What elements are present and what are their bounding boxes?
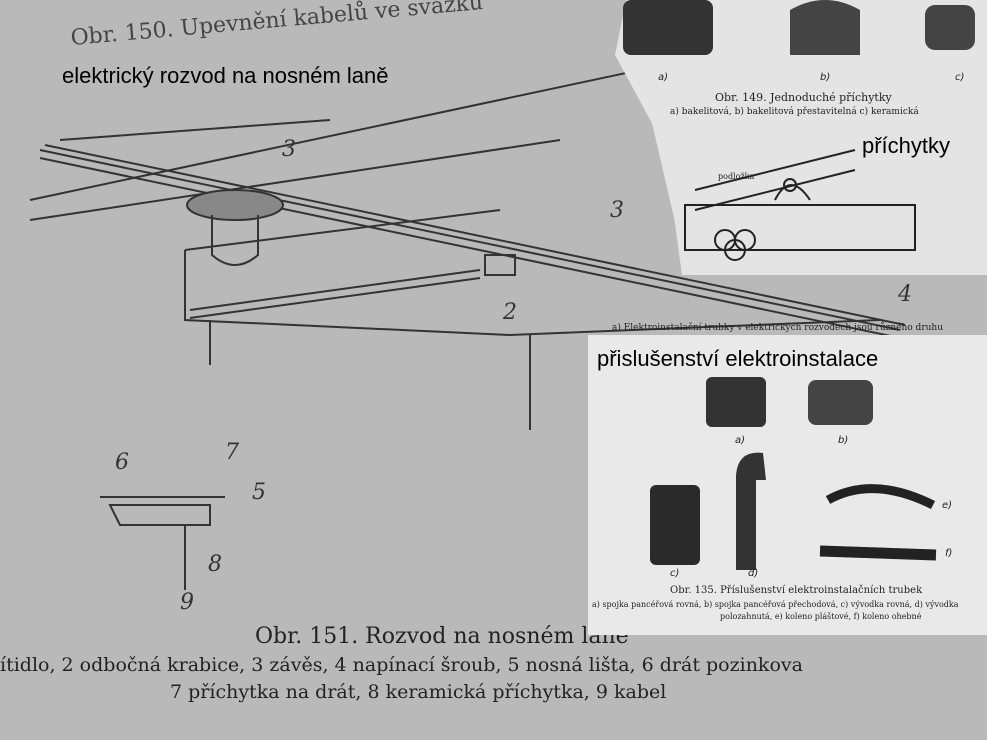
acc-label-c: c) <box>670 568 680 579</box>
accessories-caption-line2: polozahnutá, e) koleno pláštové, f) kole… <box>720 612 922 621</box>
callout-2: 2 <box>503 300 517 325</box>
acc-label-e: e) <box>942 500 953 511</box>
callout-9: 9 <box>180 590 194 615</box>
acc-label-d: d) <box>748 568 759 579</box>
callout-7: 7 <box>225 440 239 465</box>
clip-label-c: c) <box>955 72 965 83</box>
clip-label-a: a) <box>658 72 669 83</box>
accessories-caption-title: Obr. 135. Příslušenství elektroinstalačn… <box>670 585 923 596</box>
clip-label-b: b) <box>820 72 831 83</box>
callout-3: 3 <box>282 137 296 162</box>
accessories-caption-line1: a) spojka pancéřová rovná, b) spojka pan… <box>592 600 959 609</box>
coupling-reducer-icon <box>808 380 873 425</box>
outlet-straight-icon <box>650 485 700 565</box>
callout-6: 6 <box>115 450 129 475</box>
clips-caption-title: Obr. 149. Jednoduché příchytky <box>715 91 892 104</box>
elbow-icon <box>825 484 936 510</box>
acc-label-f: f) <box>945 548 953 559</box>
clip-c-icon <box>925 5 975 50</box>
clips-drawing <box>623 0 975 261</box>
main-caption-title: Obr. 151. Rozvod na nosném laně <box>255 624 629 649</box>
flexible-elbow-icon <box>819 545 937 561</box>
accessories-drawing <box>650 377 937 570</box>
accessories-panel <box>588 335 987 635</box>
main-overlay-title: elektrický rozvod na nosném laně <box>62 63 389 88</box>
accessories-overlay-title: přislušenství elektroinstalace <box>597 346 879 371</box>
clip-a-icon <box>623 0 713 55</box>
acc-label-b: b) <box>838 435 849 446</box>
main-caption-line1: ítidlo, 2 odbočná krabice, 3 závěs, 4 na… <box>0 654 803 676</box>
outlet-bent-icon <box>736 452 766 570</box>
main-caption-line2: 7 příchytka na drát, 8 keramická příchyt… <box>170 681 667 703</box>
callout-3b: 3 <box>610 198 624 223</box>
callout-8: 8 <box>208 552 222 577</box>
callout-4: 4 <box>898 282 912 307</box>
podlozka-label: podložka <box>718 172 755 181</box>
clips-caption-text: a) bakelitová, b) bakelitová přestavitel… <box>670 107 919 117</box>
clips-overlay-title: příchytky <box>862 133 951 158</box>
acc-label-a: a) <box>735 435 746 446</box>
callout-5: 5 <box>252 480 266 505</box>
accessories-top-text: a) Elektroinstalační trubky v elektrický… <box>612 323 944 333</box>
lamp-icon <box>186 189 284 266</box>
clip-b-icon <box>790 0 860 55</box>
coupling-straight-icon <box>706 377 766 427</box>
